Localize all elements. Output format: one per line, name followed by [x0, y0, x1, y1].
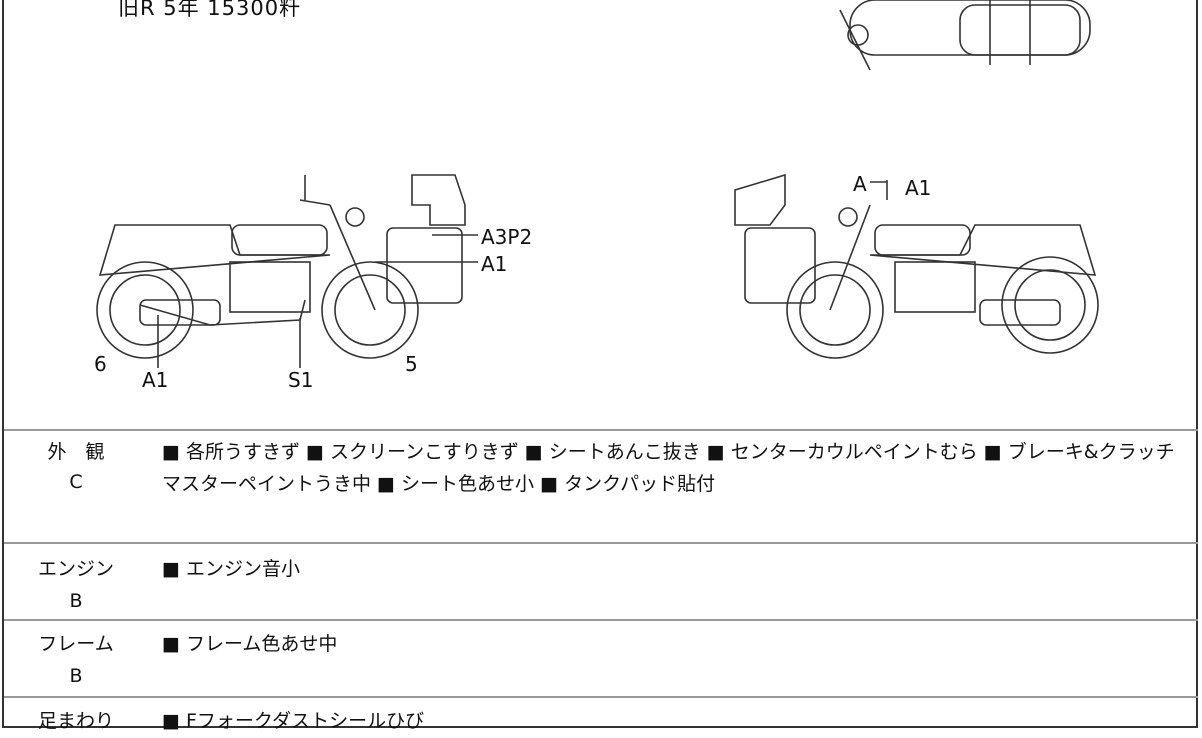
row-text: ■ Fフォークダストシールひび	[162, 710, 425, 732]
damage-label-a1-muffler: A1	[142, 368, 169, 392]
row-text: ■ 各所うすきず ■ スクリーンこすりきず ■ シートあんこ抜き ■ センターカ…	[162, 441, 1175, 495]
row-grade: C	[69, 471, 83, 493]
right-side-motorcycle	[734, 173, 1099, 359]
damage-label-a1-tank: A1	[481, 252, 508, 276]
row-grade: B	[69, 590, 83, 612]
row-engine: エンジン B ■ エンジン音小	[4, 542, 1198, 620]
damage-label-a1-right: A1	[905, 176, 932, 200]
damage-label-a: A	[853, 172, 867, 196]
row-text: ■ フレーム色あせ中	[162, 633, 338, 655]
row-label: 外 観	[47, 441, 105, 463]
motorcycle-diagrams	[96, 0, 1099, 368]
inspection-note: 旧R 5年 15300粁	[118, 0, 302, 20]
damage-label-s1: S1	[288, 368, 314, 392]
row-suspension: 足まわり ■ Fフォークダストシールひび	[4, 696, 1198, 738]
row-label: エンジン	[37, 558, 114, 580]
row-text: ■ エンジン音小	[162, 558, 300, 580]
left-side-motorcycle	[96, 174, 478, 368]
row-label: フレーム	[38, 633, 114, 655]
row-exterior: 外 観 C ■ 各所うすきず ■ スクリーンこすりきず ■ シートあんこ抜き ■…	[4, 429, 1198, 541]
row-label: 足まわり	[37, 710, 114, 732]
tire-label-front: 5	[405, 352, 418, 376]
row-grade: B	[69, 665, 83, 687]
row-frame: フレーム B ■ フレーム色あせ中	[4, 619, 1198, 697]
tire-label-rear: 6	[94, 352, 107, 376]
damage-label-a3p2: A3P2	[481, 225, 533, 249]
top-view-motorcycle	[839, 0, 1091, 71]
